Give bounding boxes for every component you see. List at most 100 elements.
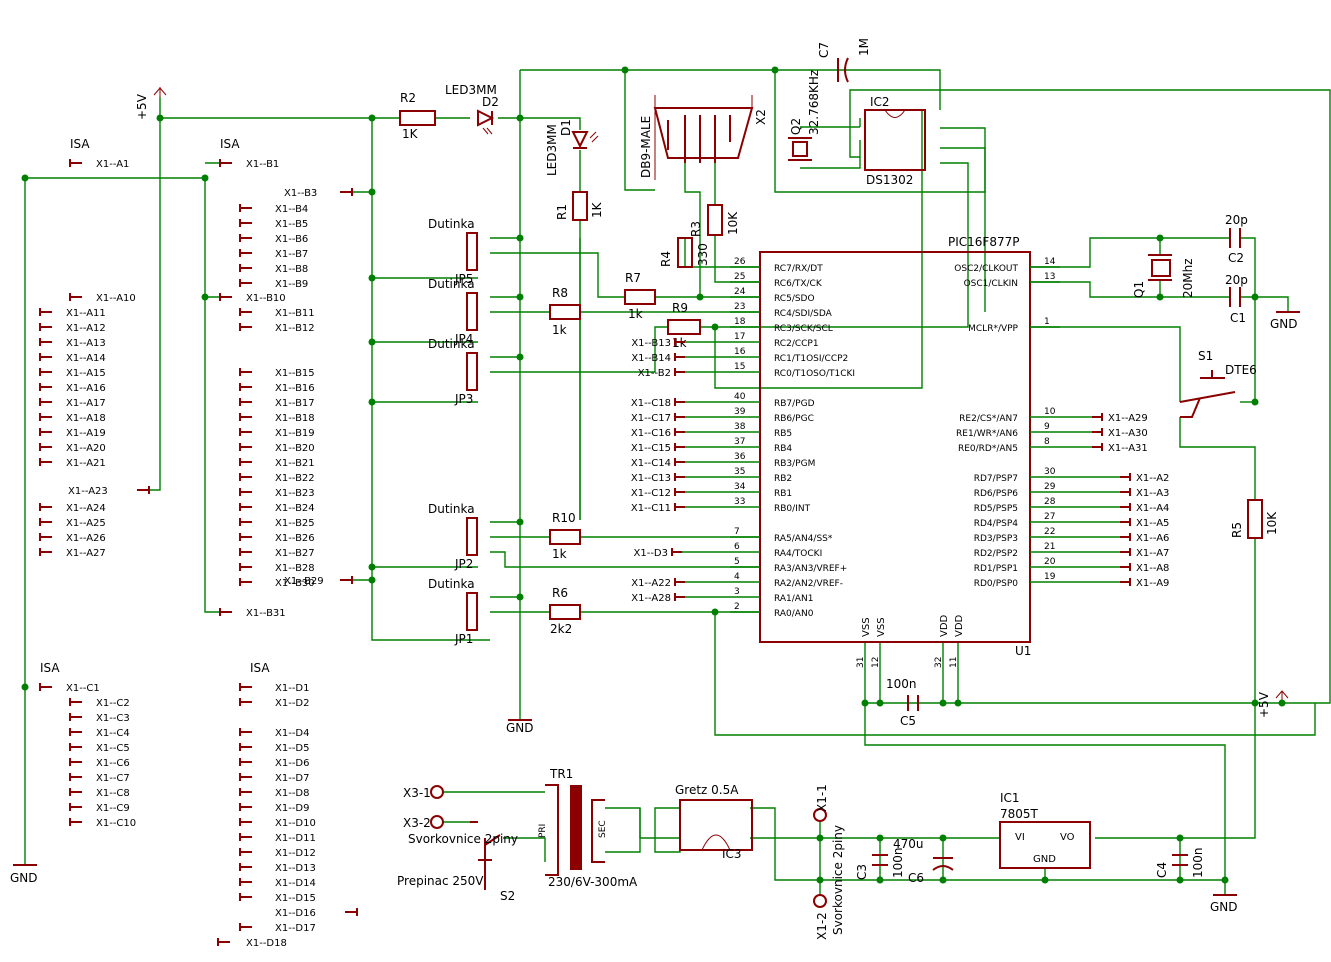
connector-pin bbox=[69, 713, 82, 721]
net-stub bbox=[674, 338, 685, 346]
pic-pin-rd5-psp5: RD5/PSP5 bbox=[974, 504, 1018, 514]
net-x1-b19: X1--B19 bbox=[275, 428, 315, 439]
pic-pin-rc4-sdi-sda: RC4/SDI/SDA bbox=[774, 309, 833, 319]
vo-label: VO bbox=[1060, 832, 1075, 843]
pic-pin-ra1-an1: RA1/AN1 bbox=[774, 594, 813, 604]
net-x1-c17: X1--C17 bbox=[631, 413, 671, 424]
pic-pin-rb5: RB5 bbox=[774, 429, 792, 439]
net-x1-a21: X1--A21 bbox=[66, 458, 106, 469]
pic-pin-rb6-pgc: RB6/PGC bbox=[774, 414, 814, 424]
connector-pin bbox=[239, 548, 252, 556]
pic-label: PIC16F877P bbox=[948, 235, 1019, 249]
c3-label: C3 bbox=[855, 864, 869, 880]
net-x1-c6: X1--C6 bbox=[96, 758, 130, 769]
net-stub bbox=[674, 503, 685, 511]
net-x1-a10: X1--A10 bbox=[96, 293, 136, 304]
net-x1-c13: X1--C13 bbox=[631, 473, 671, 484]
net-x1-c5: X1--C5 bbox=[96, 743, 130, 754]
connector-pin bbox=[39, 683, 52, 691]
c2-label: C2 bbox=[1228, 251, 1244, 265]
connector-pin bbox=[239, 728, 252, 736]
vss-label-2: VSS bbox=[876, 617, 887, 637]
pic-pin-rd2-psp2: RD2/PSP2 bbox=[974, 549, 1018, 559]
net-x1-a31: X1--A31 bbox=[1108, 443, 1148, 454]
pic-pin-rd7-psp7: RD7/PSP7 bbox=[974, 474, 1018, 484]
c4-value: 100n bbox=[1191, 847, 1205, 878]
svork-label-1: Svorkovnice 2piny bbox=[408, 832, 518, 846]
r2-label: R2 bbox=[400, 91, 416, 105]
pic-pin-osc1-clkin: OSC1/CLKIN bbox=[964, 279, 1018, 289]
net-x1-b25: X1--B25 bbox=[275, 518, 315, 529]
connector-pin bbox=[217, 938, 230, 946]
pic-pin-mclr-vpp: MCLR*/VPP bbox=[968, 324, 1018, 334]
pic-pin-number: 29 bbox=[1044, 482, 1056, 492]
pic-pin-rc7-rx-dt: RC7/RX/DT bbox=[774, 264, 823, 274]
pic-pin-rb3-pgm: RB3/PGM bbox=[774, 459, 815, 469]
c6-label: C6 bbox=[908, 871, 924, 885]
ic2-label: IC2 bbox=[870, 95, 890, 109]
r4-value: 330 bbox=[696, 243, 710, 266]
net-x1-d12: X1--D12 bbox=[275, 848, 316, 859]
gnd-label-2: GND bbox=[506, 721, 534, 735]
connector-pin bbox=[239, 473, 252, 481]
r7-value: 1k bbox=[628, 307, 643, 321]
net-x1-b15: X1--B15 bbox=[275, 368, 315, 379]
net-x1-b27: X1--B27 bbox=[275, 548, 315, 559]
r1-label: R1 bbox=[555, 204, 569, 220]
connector-pin bbox=[340, 576, 353, 584]
connector-pin bbox=[39, 338, 52, 346]
parts bbox=[13, 57, 1300, 908]
net-x1-c10: X1--C10 bbox=[96, 818, 136, 829]
pic-pin-number: 28 bbox=[1044, 497, 1056, 507]
net-stub bbox=[1120, 533, 1131, 541]
pic-pin-number: 4 bbox=[734, 572, 740, 582]
net-x1-a2: X1--A2 bbox=[1136, 473, 1169, 484]
connector-pin bbox=[39, 308, 52, 316]
dutinka-label-2: Dutinka bbox=[428, 277, 475, 291]
connector-pin bbox=[239, 818, 252, 826]
x1-2-label: X1-2 bbox=[815, 912, 829, 940]
dutinka-label-4: Dutinka bbox=[428, 502, 475, 516]
net-stub bbox=[1120, 578, 1131, 586]
net-x1-b31: X1--B31 bbox=[246, 608, 286, 619]
net-x1-d14: X1--D14 bbox=[275, 878, 316, 889]
c4-label: C4 bbox=[1155, 862, 1169, 878]
pic-pin-number: 38 bbox=[734, 422, 746, 432]
net-x1-b16: X1--B16 bbox=[275, 383, 315, 394]
pic-pin-number: 40 bbox=[734, 392, 746, 402]
net-x1-a12: X1--A12 bbox=[66, 323, 106, 334]
net-x1-d2: X1--D2 bbox=[275, 698, 310, 709]
net-x1-c14: X1--C14 bbox=[631, 458, 671, 469]
net-x1-a29: X1--A29 bbox=[1108, 413, 1148, 424]
connector-pin bbox=[340, 188, 353, 196]
connector-pin bbox=[239, 743, 252, 751]
pic-pin-rd6-psp6: RD6/PSP6 bbox=[974, 489, 1019, 499]
pic-pin-number: 3 bbox=[734, 587, 740, 597]
net-x1-d8: X1--D8 bbox=[275, 788, 310, 799]
net-x1-c15: X1--C15 bbox=[631, 443, 671, 454]
gnd-label-1: GND bbox=[10, 871, 38, 885]
r8-label: R8 bbox=[552, 286, 568, 300]
c5-label: C5 bbox=[900, 714, 916, 728]
r9-label: R9 bbox=[672, 301, 688, 315]
net-x1-b6: X1--B6 bbox=[275, 234, 308, 245]
net-stub bbox=[674, 593, 685, 601]
isa-pins: X1--A1X1--A10X1--A11X1--A12X1--A13X1--A1… bbox=[39, 159, 358, 949]
pic-pin-number: 6 bbox=[734, 542, 740, 552]
net-x1-b10: X1--B10 bbox=[246, 293, 286, 304]
connector-pin bbox=[239, 773, 252, 781]
dte6-label: DTE6 bbox=[1225, 363, 1257, 377]
connector-pin bbox=[239, 488, 252, 496]
r10-label: R10 bbox=[552, 511, 576, 525]
ds1302-label: DS1302 bbox=[866, 173, 913, 187]
connector-pin bbox=[239, 833, 252, 841]
pic-pin-number: 26 bbox=[734, 257, 746, 267]
isa-c-label: ISA bbox=[40, 661, 60, 675]
pic-pin-re0-rd-an5: RE0/RD*/AN5 bbox=[958, 444, 1018, 454]
jp1-label: JP1 bbox=[454, 632, 473, 646]
connector-pin bbox=[239, 413, 252, 421]
x3-1-label: X3-1 bbox=[403, 786, 431, 800]
connector-pin bbox=[39, 353, 52, 361]
pic-pin-rc3-sck-scl: RC3/SCK/SCL bbox=[774, 324, 833, 334]
pic-pin-number: 19 bbox=[1044, 572, 1056, 582]
